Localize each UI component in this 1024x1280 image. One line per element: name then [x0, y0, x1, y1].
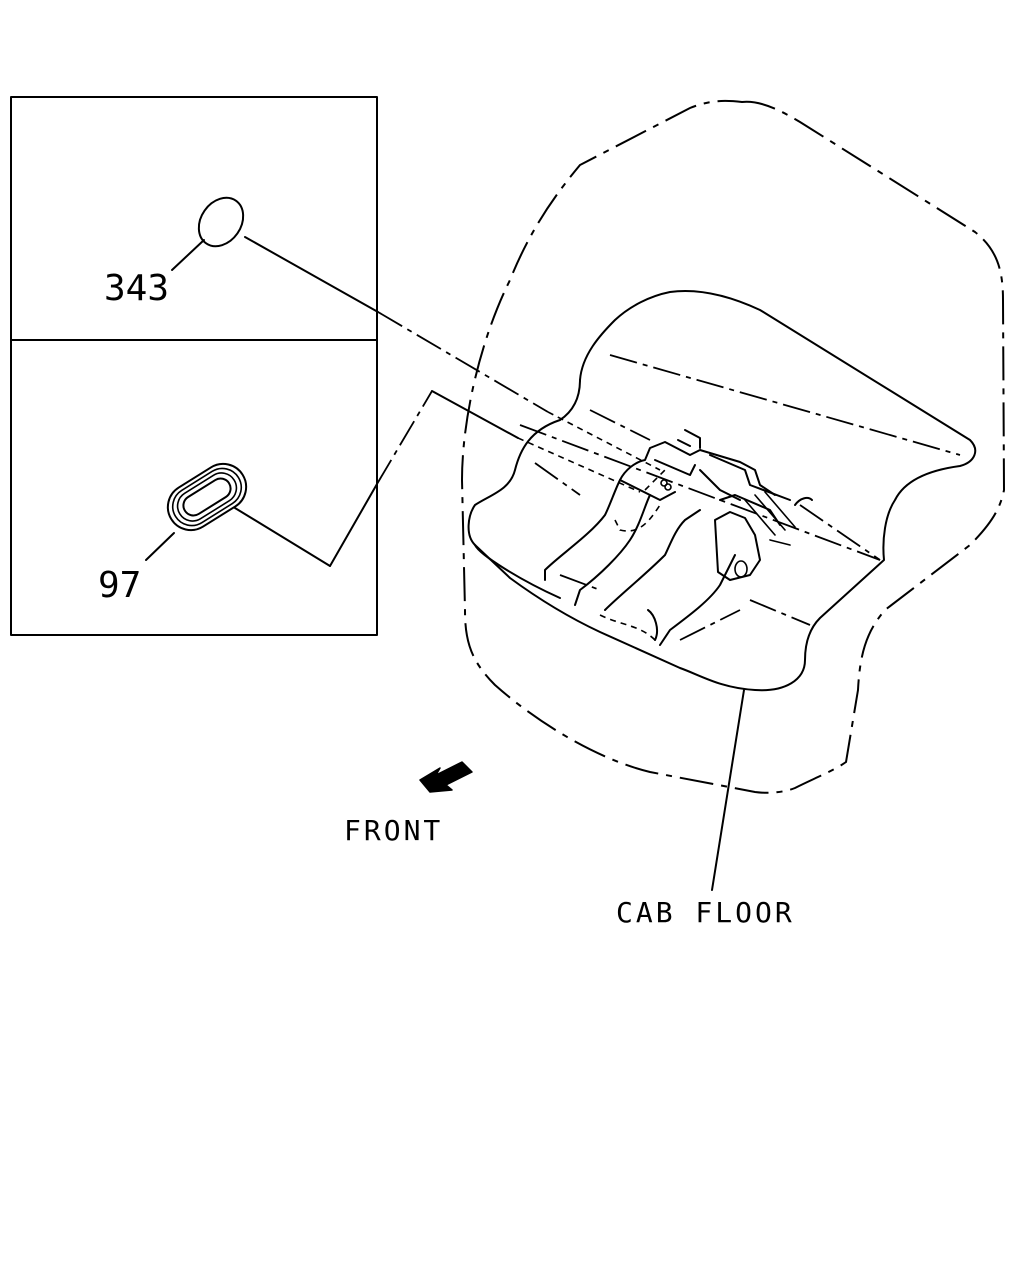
part-343-label: 343 [104, 268, 169, 309]
cab-floor-label: CAB FLOOR [616, 896, 795, 929]
parts-callout-box [10, 96, 378, 636]
part-343-plug-icon [197, 196, 245, 248]
part-97-grommet-icon [166, 462, 248, 532]
front-label: FRONT [344, 814, 443, 847]
cab-floor-panel [467, 289, 977, 692]
part-343-leader [171, 239, 205, 271]
cab-floor-leader [711, 689, 745, 891]
cab-shell-outline [460, 99, 1006, 794]
cab-floor-tunnel-structure [544, 429, 813, 646]
part-343-location-line [244, 236, 661, 471]
part-97-label: 97 [98, 565, 141, 606]
part-97-leader [145, 532, 175, 561]
cab-floor-phantom-lines [519, 354, 961, 641]
arrow-down-left-icon [419, 761, 473, 793]
